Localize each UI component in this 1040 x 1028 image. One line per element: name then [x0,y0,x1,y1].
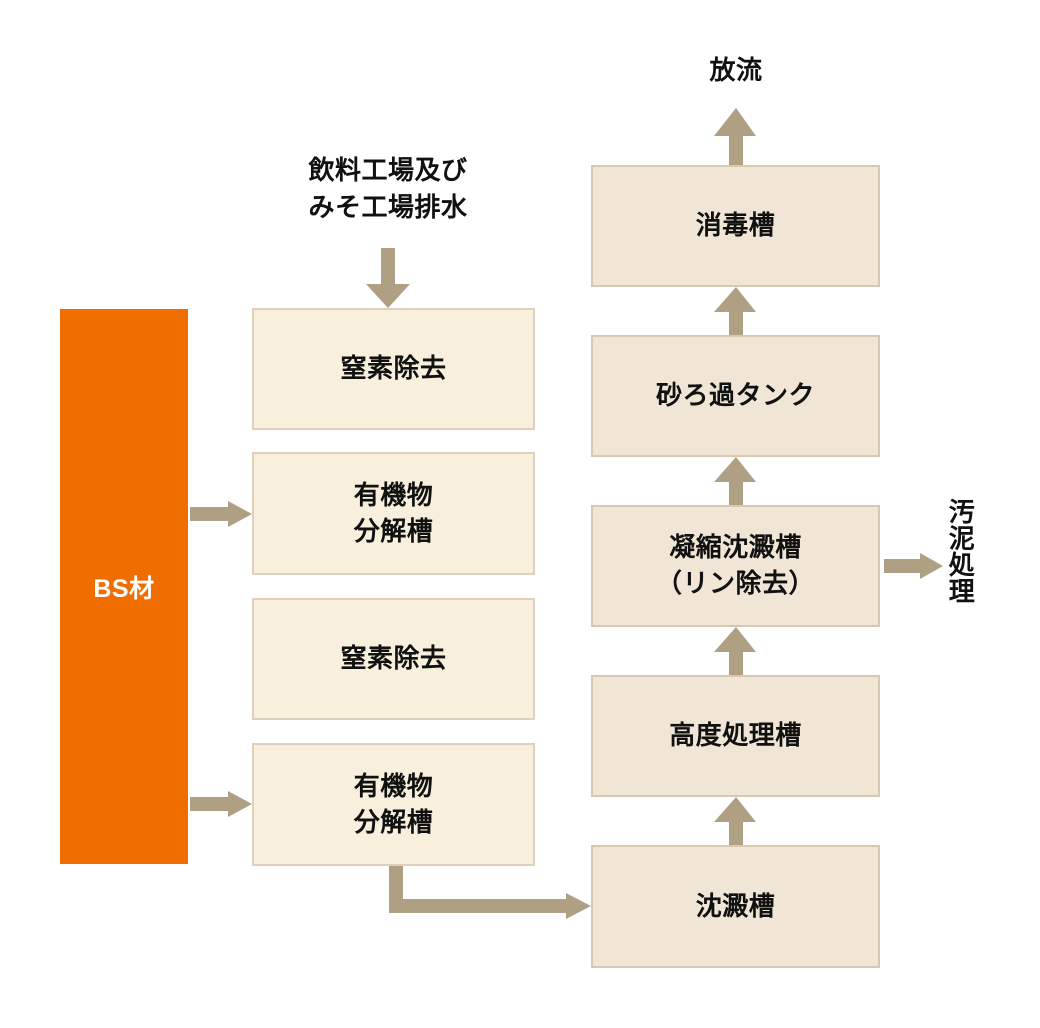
process-box-label: 窒素除去 [340,353,447,384]
process-box-label: 窒素除去 [340,643,447,674]
inflow-label: 飲料工場及び みそ工場排水 [308,155,468,222]
process-box-label: 凝縮沈澱槽 （リン除去） [655,532,816,598]
arrow-sandfilter-to-disinfection [714,287,756,335]
process-box-organic-decomposition-2[interactable]: 有機物 分解槽 [252,743,535,866]
arrow-organic2-to-sedimentation [389,866,591,919]
arrow-coagulation-to-sandfilter [714,457,756,505]
source-bar-bs-material[interactable]: BS材 [60,309,188,864]
process-box-sedimentation-tank[interactable]: 沈澱槽 [591,845,880,968]
arrow-disinfection-to-discharge [714,108,756,165]
arrow-bs-to-organic2 [190,791,252,817]
source-bar-label: BS材 [93,574,155,603]
arrow-sedimentation-to-advanced [714,797,756,845]
arrow-inflow-to-nitrogen1 [366,248,410,308]
process-box-nitrogen-removal-1[interactable]: 窒素除去 [252,308,535,430]
arrow-advanced-to-coagulation [714,627,756,675]
arrow-coagulation-to-sludge [884,553,943,579]
process-box-organic-decomposition-1[interactable]: 有機物 分解槽 [252,452,535,575]
discharge-label: 放流 [709,55,763,85]
arrow-bs-to-organic1 [190,501,252,527]
process-box-sand-filter-tank[interactable]: 砂ろ過タンク [591,335,880,457]
process-box-label: 消毒槽 [695,210,776,241]
process-box-coagulation-sedimentation[interactable]: 凝縮沈澱槽 （リン除去） [591,505,880,627]
process-box-label: 沈澱槽 [695,890,776,921]
process-box-advanced-treatment[interactable]: 高度処理槽 [591,675,880,797]
process-box-nitrogen-removal-2[interactable]: 窒素除去 [252,598,535,720]
process-box-label: 有機物 分解槽 [353,770,434,837]
process-box-label: 有機物 分解槽 [353,479,434,546]
sludge-treatment-label: 汚泥処理 [945,498,976,605]
process-box-disinfection-tank[interactable]: 消毒槽 [591,165,880,287]
process-box-label: 砂ろ過タンク [655,380,816,411]
process-box-label: 高度処理槽 [669,720,802,751]
